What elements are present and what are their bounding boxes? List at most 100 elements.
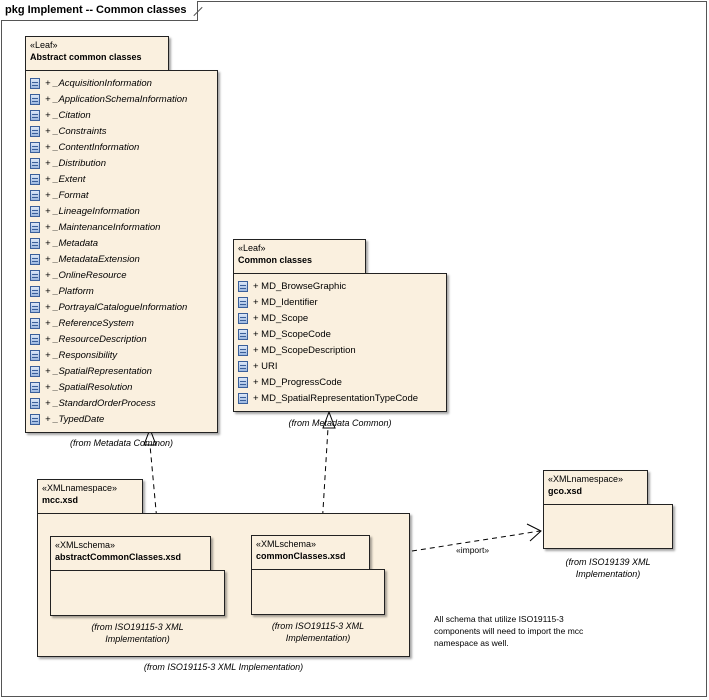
class-item-label: + MD_Identifier bbox=[253, 296, 318, 308]
class-item[interactable]: + _SpatialResolution bbox=[30, 379, 132, 395]
abstract-leaf-name: Abstract common classes bbox=[30, 52, 142, 62]
class-icon bbox=[238, 376, 248, 388]
class-item-label: + _Format bbox=[45, 189, 89, 201]
import-arrowhead bbox=[526, 523, 542, 542]
class-item-label: + _LineageInformation bbox=[45, 205, 140, 217]
class-item-label: + URI bbox=[253, 360, 278, 372]
class-item[interactable]: + MD_ProgressCode bbox=[238, 374, 342, 390]
class-item[interactable]: + _SpatialRepresentation bbox=[30, 363, 152, 379]
gco-stereotype: «XMLnamespace» bbox=[548, 474, 624, 484]
class-item[interactable]: + MD_ScopeCode bbox=[238, 326, 331, 342]
class-item[interactable]: + _ApplicationSchemaInformation bbox=[30, 91, 187, 107]
abstract-leaf-tab[interactable]: «Leaf» Abstract common classes bbox=[25, 36, 169, 71]
class-item[interactable]: + _Metadata bbox=[30, 235, 98, 251]
class-item[interactable]: + MD_ScopeDescription bbox=[238, 342, 356, 358]
realization-abstract-arrowhead bbox=[143, 427, 157, 446]
class-item-label: + _MetadataExtension bbox=[45, 253, 140, 265]
class-icon bbox=[238, 280, 248, 292]
class-item[interactable]: + _TypedDate bbox=[30, 411, 104, 427]
class-icon bbox=[30, 173, 40, 185]
realization-abstract bbox=[149, 444, 160, 544]
class-item-label: + _SpatialRepresentation bbox=[45, 365, 152, 377]
class-item[interactable]: + _Format bbox=[30, 187, 89, 203]
class-icon bbox=[238, 312, 248, 324]
class-icon bbox=[238, 296, 248, 308]
common-leaf-tab[interactable]: «Leaf» Common classes bbox=[233, 239, 366, 274]
class-item[interactable]: + _AcquisitionInformation bbox=[30, 75, 152, 91]
class-item-label: + _Extent bbox=[45, 173, 86, 185]
gco-tab[interactable]: «XMLnamespace» gco.xsd bbox=[543, 470, 648, 505]
class-item[interactable]: + MD_BrowseGraphic bbox=[238, 278, 346, 294]
comment-line-3: namespace as well. bbox=[434, 638, 509, 648]
class-item[interactable]: + _MetadataExtension bbox=[30, 251, 140, 267]
class-item-label: + _TypedDate bbox=[45, 413, 105, 425]
class-icon bbox=[30, 125, 40, 137]
common-schema-stereotype: «XMLschema» bbox=[256, 539, 317, 549]
class-item[interactable]: + _StandardOrderProcess bbox=[30, 395, 156, 411]
class-item[interactable]: + _Citation bbox=[30, 107, 91, 123]
class-item-label: + _Citation bbox=[45, 109, 91, 121]
abstract-schema-tab[interactable]: «XMLschema» abstractCommonClasses.xsd bbox=[50, 536, 211, 571]
class-icon bbox=[238, 360, 248, 372]
class-icon bbox=[30, 317, 40, 329]
abstract-schema-name: abstractCommonClasses.xsd bbox=[55, 552, 182, 562]
class-item[interactable]: + MD_Identifier bbox=[238, 294, 318, 310]
common-schema-name: commonClasses.xsd bbox=[256, 551, 346, 561]
class-item-label: + _ResourceDescription bbox=[45, 333, 147, 345]
class-item[interactable]: + _Responsibility bbox=[30, 347, 117, 363]
class-item-label: + _ReferenceSystem bbox=[45, 317, 134, 329]
mcc-tab[interactable]: «XMLnamespace» mcc.xsd bbox=[37, 479, 143, 514]
common-schema-tab[interactable]: «XMLschema» commonClasses.xsd bbox=[251, 535, 370, 570]
frame-title: pkg Implement -- Common classes bbox=[1, 1, 198, 21]
common-schema-body[interactable] bbox=[251, 569, 385, 615]
common-leaf-from-note: (from Metadata Common) bbox=[288, 418, 392, 428]
gco-name: gco.xsd bbox=[548, 486, 583, 496]
abstract-leaf-from-note: (from Metadata Common) bbox=[69, 438, 174, 448]
common-leaf-body[interactable]: + MD_BrowseGraphic + MD_Identifier + MD_Sc… bbox=[233, 273, 447, 412]
abstract-schema-stereotype: «XMLschema» bbox=[55, 540, 116, 550]
class-item[interactable]: + _ContentInformation bbox=[30, 139, 139, 155]
class-item-label: + _Responsibility bbox=[45, 349, 118, 361]
class-item-label: + _MaintenanceInformation bbox=[45, 221, 161, 233]
gco-from-note-1: (from ISO19139 XML bbox=[565, 557, 651, 567]
class-icon bbox=[30, 285, 40, 297]
abstract-leaf-stereotype: «Leaf» bbox=[30, 40, 58, 50]
class-item[interactable]: + MD_Scope bbox=[238, 310, 308, 326]
abstract-schema-from-note-1: (from ISO19115-3 XML bbox=[91, 622, 184, 632]
class-item-label: + _Distribution bbox=[45, 157, 106, 169]
abstract-schema-body[interactable] bbox=[50, 570, 225, 616]
mcc-stereotype: «XMLnamespace» bbox=[42, 483, 118, 493]
class-item[interactable]: + URI bbox=[238, 358, 278, 374]
common-leaf-stereotype: «Leaf» bbox=[238, 243, 266, 253]
gco-body[interactable] bbox=[543, 504, 673, 549]
abstract-schema-from-note-2: Implementation) bbox=[105, 634, 170, 644]
class-item[interactable]: + MD_SpatialRepresentationTypeCode bbox=[238, 390, 418, 406]
class-item[interactable]: + _Platform bbox=[30, 283, 94, 299]
class-item-label: + _SpatialResolution bbox=[45, 381, 133, 393]
class-item-label: + MD_BrowseGraphic bbox=[253, 280, 347, 292]
class-item[interactable]: + _ResourceDescription bbox=[30, 331, 147, 347]
class-item-label: + MD_Scope bbox=[253, 312, 309, 324]
class-item-label: + _ApplicationSchemaInformation bbox=[45, 93, 188, 105]
common-schema-from-note-2: Implementation) bbox=[285, 633, 351, 643]
class-icon bbox=[30, 221, 40, 233]
class-icon bbox=[30, 333, 40, 345]
class-item-label: + _AcquisitionInformation bbox=[45, 77, 152, 89]
class-item[interactable]: + _MaintenanceInformation bbox=[30, 219, 160, 235]
class-icon bbox=[30, 413, 40, 425]
class-item[interactable]: + _Constraints bbox=[30, 123, 107, 139]
class-icon bbox=[30, 93, 40, 105]
class-item[interactable]: + _Distribution bbox=[30, 155, 106, 171]
common-leaf-name: Common classes bbox=[238, 255, 313, 265]
realization-common-arrowhead bbox=[322, 410, 336, 429]
abstract-leaf-body[interactable]: + _AcquisitionInformation + _ApplicationS… bbox=[25, 70, 218, 433]
class-icon bbox=[30, 381, 40, 393]
class-item[interactable]: + _Extent bbox=[30, 171, 85, 187]
class-item[interactable]: + _ReferenceSystem bbox=[30, 315, 134, 331]
class-item-label: + MD_ProgressCode bbox=[253, 376, 342, 388]
class-item[interactable]: + _PortrayalCatalogueInformation bbox=[30, 299, 187, 315]
class-item[interactable]: + _OnlineResource bbox=[30, 267, 127, 283]
common-schema-from-note-1: (from ISO19115-3 XML bbox=[271, 621, 365, 631]
class-item[interactable]: + _LineageInformation bbox=[30, 203, 140, 219]
